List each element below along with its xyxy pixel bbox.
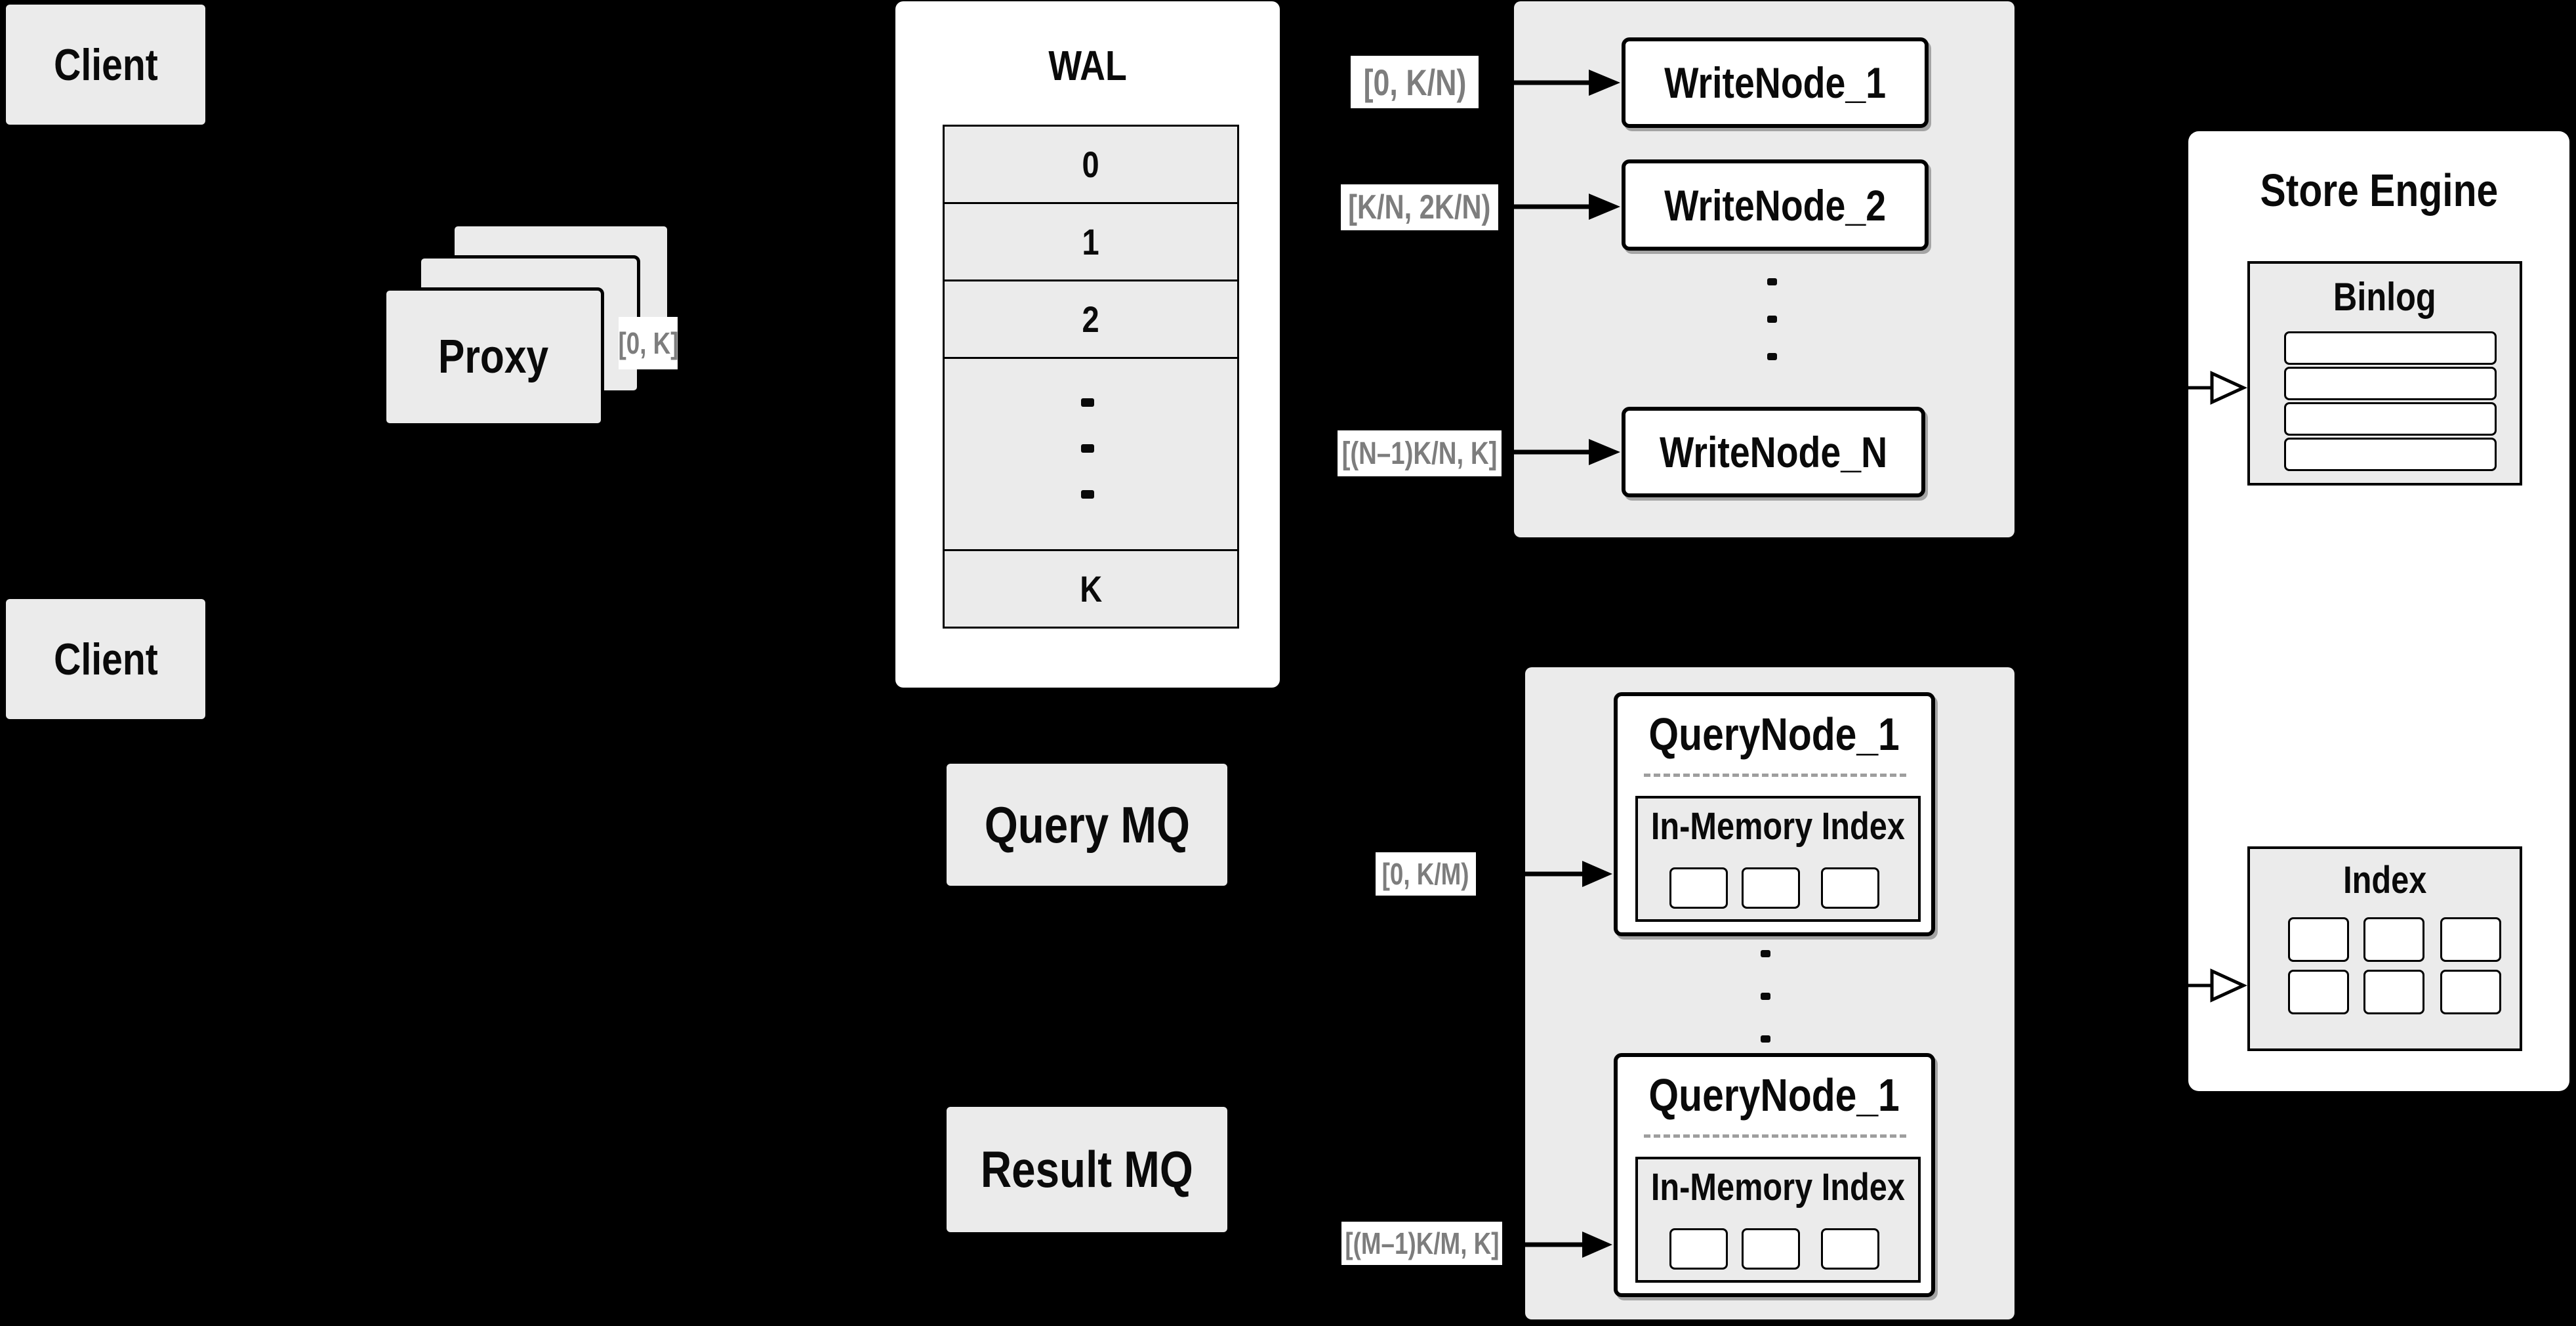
memory-segment-cell (1669, 867, 1728, 909)
binlog-row (2284, 438, 2497, 471)
query-node-title: QueryNode_1 (1648, 708, 1900, 760)
write-node-2: WriteNode_2 (1622, 159, 1929, 251)
binlog-row (2284, 402, 2497, 436)
memory-segment-cell (1821, 1228, 1879, 1270)
index-cell (2440, 970, 2501, 1014)
memory-segment-cell (1742, 867, 1800, 909)
wal-row: K (945, 549, 1237, 627)
edge-label-query-range-m: [(M–1)K/M, K] (1341, 1222, 1502, 1265)
index-cell (2363, 970, 2424, 1014)
binlog-row (2284, 331, 2497, 365)
edge-label-query-range-1: [0, K/M) (1376, 852, 1476, 896)
result-mq-box: Result MQ (947, 1107, 1227, 1232)
binlog-rows (2284, 331, 2497, 471)
query-node-title: QueryNode_1 (1648, 1069, 1900, 1121)
proxy-label: Proxy (438, 331, 549, 383)
edge-label-proxy-range: [0, K] (618, 317, 678, 369)
binlog-box: Binlog (2247, 261, 2522, 486)
proxy-stack-front: Proxy (383, 287, 604, 426)
in-memory-index-box: In-Memory Index (1635, 1157, 1921, 1283)
client-label: Client (53, 634, 158, 684)
binlog-title: Binlog (2333, 274, 2436, 319)
edge-label-write-range-n: [(N–1)K/N, K] (1338, 430, 1502, 476)
in-memory-index-title: In-Memory Index (1650, 805, 1906, 848)
store-engine-title: Store Engine (2260, 165, 2498, 216)
write-node-1: WriteNode_1 (1622, 37, 1929, 128)
in-memory-index-title: In-Memory Index (1650, 1166, 1906, 1209)
binlog-row (2284, 367, 2497, 400)
wal-row: 0 (945, 127, 1237, 202)
wal-table: 0 1 2 K (943, 125, 1239, 629)
memory-segment-cell (1821, 867, 1879, 909)
memory-segment-cell (1669, 1228, 1728, 1270)
in-memory-index-box: In-Memory Index (1635, 796, 1921, 922)
client-label: Client (53, 39, 158, 90)
client-box-bottom: Client (6, 599, 205, 719)
index-cell (2288, 970, 2349, 1014)
index-title: Index (2342, 859, 2427, 901)
query-node-top: QueryNode_1 In-Memory Index (1614, 692, 1935, 936)
wal-row-ellipsis (945, 357, 1237, 549)
edge-label-write-range-1: [0, K/N) (1351, 56, 1479, 108)
memory-segment-cell (1742, 1228, 1800, 1270)
wal-title: WAL (1048, 42, 1127, 89)
index-cell (2288, 917, 2349, 962)
index-cell (2440, 917, 2501, 962)
query-node-bottom: QueryNode_1 In-Memory Index (1614, 1053, 1935, 1297)
query-mq-box: Query MQ (947, 764, 1227, 886)
index-cell (2363, 917, 2424, 962)
index-box: Index (2247, 846, 2522, 1051)
edge-label-write-range-2: [K/N, 2K/N) (1341, 184, 1498, 230)
wal-row: 2 (945, 280, 1237, 357)
query-node-separator (1644, 1134, 1906, 1138)
write-node-n: WriteNode_N (1622, 407, 1925, 497)
wal-row: 1 (945, 202, 1237, 280)
query-node-separator (1644, 774, 1906, 777)
client-box-top: Client (6, 5, 205, 125)
